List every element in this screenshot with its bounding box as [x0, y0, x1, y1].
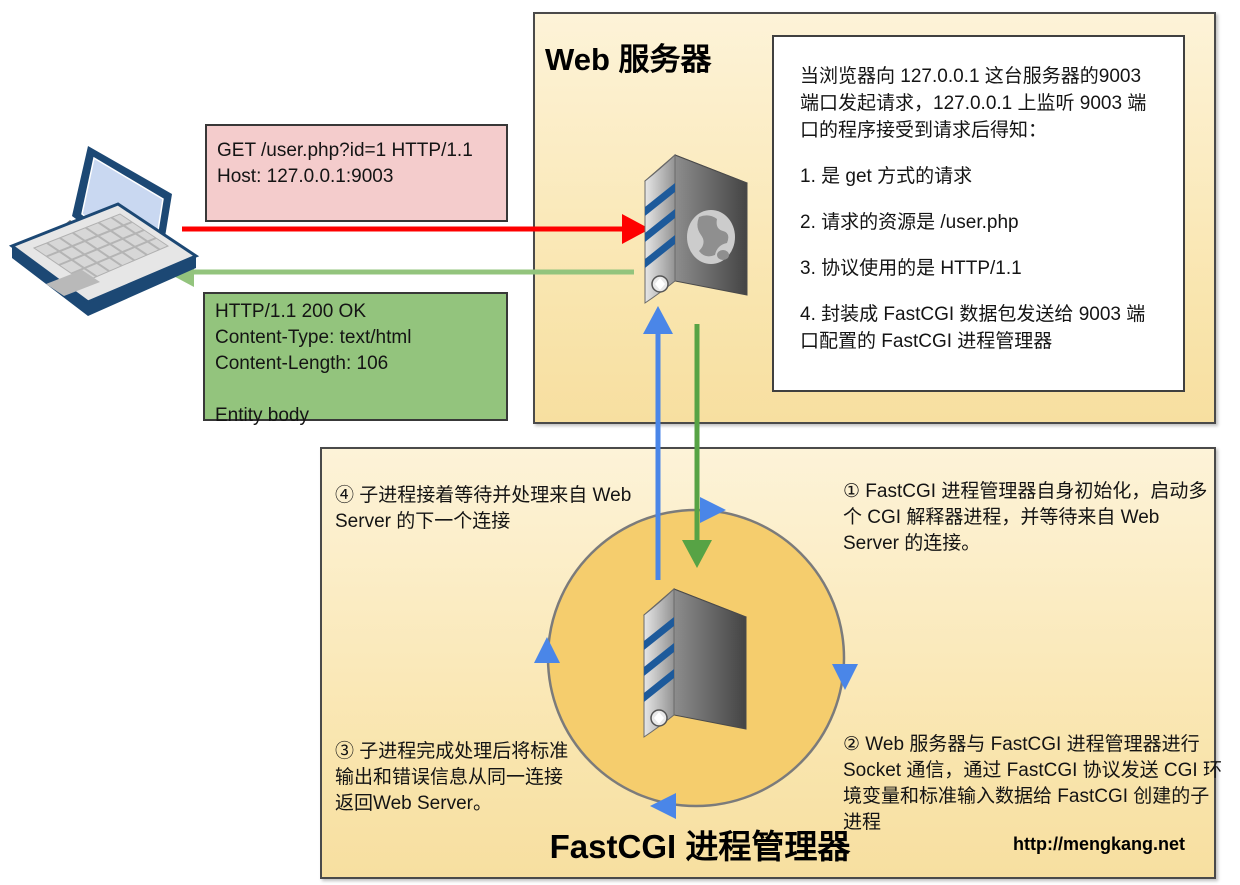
- fastcgi-title: FastCGI 进程管理器: [549, 828, 851, 865]
- http-request-box: GET /user.php?id=1 HTTP/1.1 Host: 127.0.…: [205, 124, 508, 222]
- response-line: [215, 377, 496, 403]
- info-paragraph: 2. 请求的资源是 /user.php: [800, 212, 1019, 233]
- step2-label: ② Web 服务器与 FastCGI 进程管理器进行 Socket 通信，通过 …: [843, 734, 1222, 833]
- info-paragraph: 4. 封装成 FastCGI 数据包发送给 9003 端口配置的 FastCGI…: [800, 304, 1146, 352]
- request-line: Host: 127.0.0.1:9003: [217, 166, 394, 187]
- request-line: GET /user.php?id=1 HTTP/1.1: [217, 140, 473, 161]
- watermark-url: http://mengkang.net: [1013, 834, 1185, 854]
- response-line: Content-Length: 106: [215, 353, 389, 374]
- response-line: Content-Type: text/html: [215, 327, 412, 348]
- laptop-icon: [8, 146, 200, 316]
- response-line: Entity body: [215, 405, 309, 426]
- info-paragraph: 3. 协议使用的是 HTTP/1.1: [800, 258, 1022, 279]
- step1-label: ① FastCGI 进程管理器自身初始化，启动多个 CGI 解释器进程，并等待来…: [843, 481, 1208, 554]
- response-line: HTTP/1.1 200 OK: [215, 301, 367, 322]
- web-server-title: Web 服务器: [545, 42, 712, 77]
- touchpad: [46, 270, 100, 296]
- http-response-box: HTTP/1.1 200 OK Content-Type: text/html …: [203, 292, 508, 426]
- step3-label: ③ 子进程完成处理后将标准输出和错误信息从同一连接返回Web Server。: [335, 741, 569, 814]
- info-box: 当浏览器向 127.0.0.1 这台服务器的9003 端口发起请求，127.0.…: [772, 35, 1185, 392]
- info-paragraph: 当浏览器向 127.0.0.1 这台服务器的9003 端口发起请求，127.0.…: [800, 66, 1147, 141]
- info-paragraph: 1. 是 get 方式的请求: [800, 166, 973, 187]
- step4-label: ④ 子进程接着等待并处理来自 Web Server 的下一个连接: [335, 485, 632, 532]
